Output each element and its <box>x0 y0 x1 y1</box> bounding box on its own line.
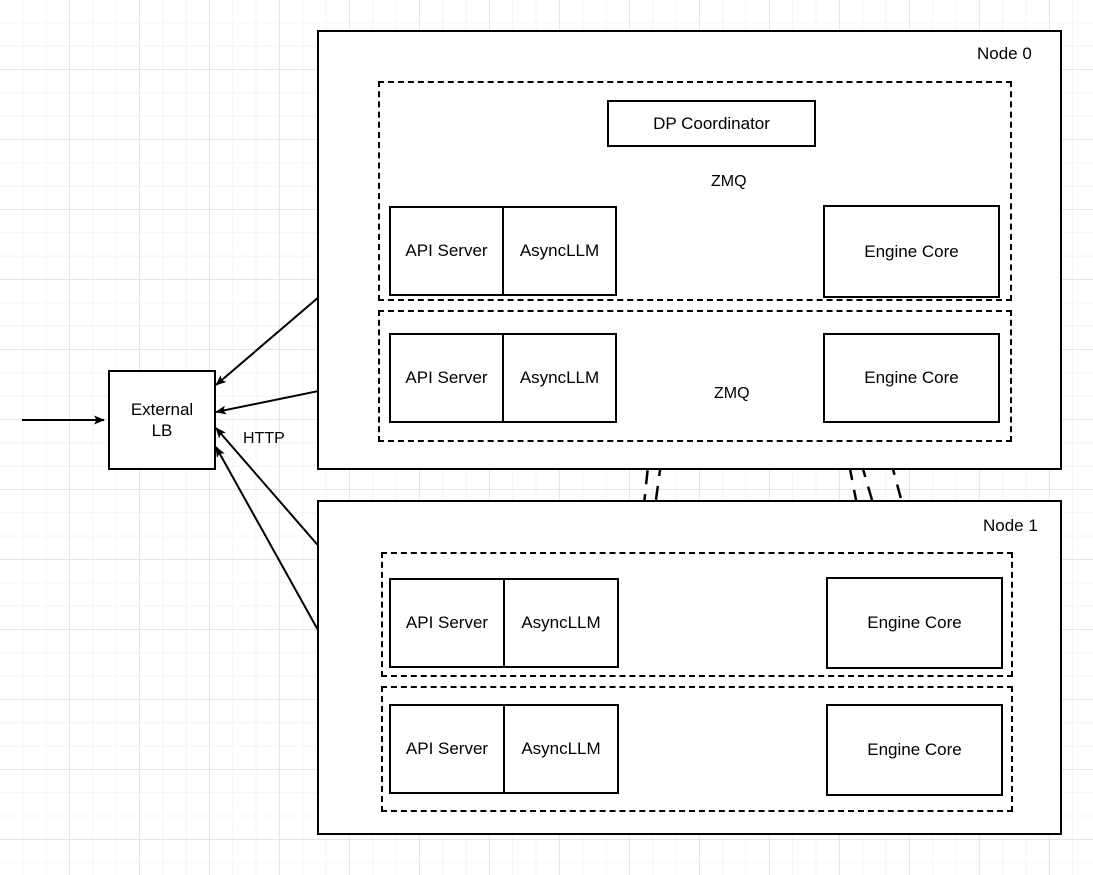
engine-core-label: Engine Core <box>867 613 962 633</box>
external-lb-box[interactable]: External LB <box>108 370 216 470</box>
node-label-1: Node 1 <box>983 516 1038 535</box>
asyncllm-label: AsyncLLM <box>521 739 601 759</box>
dp-coordinator-label: DP Coordinator <box>653 113 770 133</box>
engine-core-node0-1[interactable]: Engine Core <box>823 333 1000 423</box>
external-lb-label-line2: LB <box>151 421 173 440</box>
asyncllm-label: AsyncLLM <box>521 613 601 633</box>
api-server-label: API Server <box>405 613 489 633</box>
api-server-asyncllm-node0-0[interactable]: API Server AsyncLLM <box>389 206 617 296</box>
zmq-coordinator-label: ZMQ <box>711 173 747 190</box>
http-edge-label: HTTP <box>243 430 285 447</box>
api-server-asyncllm-node1-1[interactable]: API Server AsyncLLM <box>389 704 619 794</box>
asyncllm-label: AsyncLLM <box>519 241 600 261</box>
api-server-label: API Server <box>405 241 488 261</box>
api-server-node1-1[interactable]: API Server <box>391 706 505 792</box>
api-server-node0-1[interactable]: API Server <box>391 335 504 421</box>
asyncllm-label: AsyncLLM <box>519 368 600 388</box>
asyncllm-node0-1[interactable]: AsyncLLM <box>504 335 615 421</box>
engine-core-node0-0[interactable]: Engine Core <box>823 205 1000 298</box>
zmq-engine-label: ZMQ <box>711 385 753 403</box>
engine-core-label: Engine Core <box>864 241 959 261</box>
asyncllm-node0-0[interactable]: AsyncLLM <box>504 208 615 294</box>
engine-core-node1-1[interactable]: Engine Core <box>826 704 1003 796</box>
node-label-0: Node 0 <box>977 44 1032 63</box>
engine-core-node1-0[interactable]: Engine Core <box>826 577 1003 669</box>
asyncllm-node1-1[interactable]: AsyncLLM <box>505 706 617 792</box>
dp-coordinator-box[interactable]: DP Coordinator <box>607 100 816 147</box>
engine-core-label: Engine Core <box>867 740 962 760</box>
api-server-node0-0[interactable]: API Server <box>391 208 504 294</box>
engine-core-label: Engine Core <box>864 368 959 388</box>
asyncllm-node1-0[interactable]: AsyncLLM <box>505 580 617 666</box>
api-server-asyncllm-node0-1[interactable]: API Server AsyncLLM <box>389 333 617 423</box>
api-server-asyncllm-node1-0[interactable]: API Server AsyncLLM <box>389 578 619 668</box>
external-lb-label-line1: External <box>130 399 194 419</box>
api-server-node1-0[interactable]: API Server <box>391 580 505 666</box>
api-server-label: API Server <box>405 368 488 388</box>
api-server-label: API Server <box>405 739 489 759</box>
